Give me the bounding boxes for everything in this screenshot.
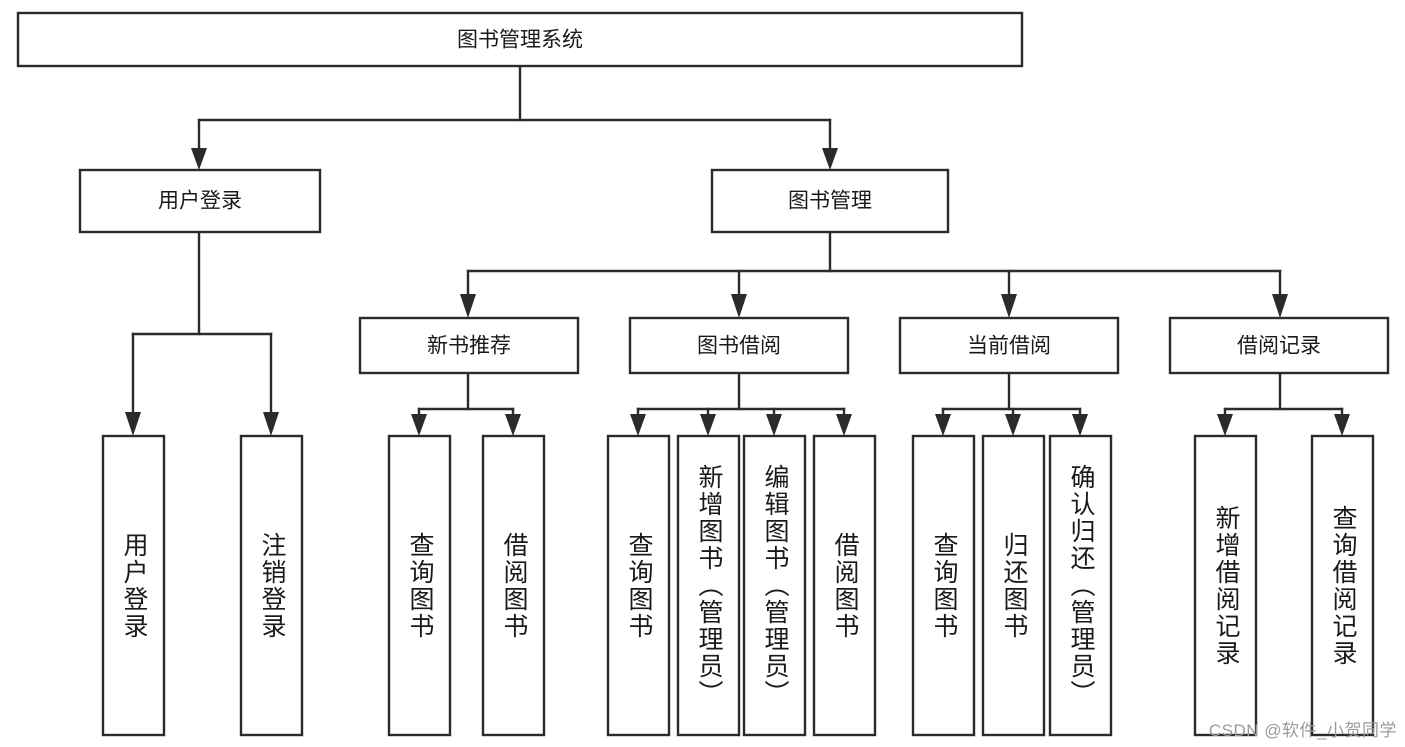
leaf-box-add-book-admin[interactable]	[676, 434, 741, 737]
arrowhead-user-login	[191, 148, 207, 170]
node-new-book-recommend-box[interactable]	[358, 316, 580, 375]
arrowhead-cb-leaf-3	[1072, 414, 1088, 436]
node-book-manage-label: 图书管理	[788, 190, 872, 213]
arrowhead-cb-leaf-1	[935, 414, 951, 436]
arrowhead-nb-leaf-1	[411, 414, 427, 436]
node-root[interactable]: 图书管理系统	[16, 11, 1024, 68]
watermark-text: CSDN @软件_小贺同学	[1208, 721, 1397, 740]
node-user-login-box[interactable]	[78, 168, 322, 234]
connectors-user-login-group	[125, 230, 279, 436]
arrowhead-cb-leaf-2	[1005, 414, 1021, 436]
node-current-borrow[interactable]: 当前借阅	[898, 316, 1120, 375]
leaf-box-confirm-return-admin[interactable]	[1048, 434, 1113, 737]
node-book-manage-box[interactable]	[710, 168, 950, 234]
connectors-root	[191, 64, 838, 170]
node-new-book-recommend-label: 新书推荐	[427, 335, 511, 358]
leaf-box-query-book-1[interactable]	[387, 434, 452, 737]
arrowhead-book-manage	[822, 148, 838, 170]
arrowhead-bb-leaf-2	[700, 414, 716, 436]
arrowhead-leaf-1	[125, 412, 141, 436]
connectors-book-borrow-group	[630, 371, 852, 436]
arrowhead-bb-leaf-4	[836, 414, 852, 436]
node-book-manage[interactable]: 图书管理	[710, 168, 950, 234]
leaf-box-return-book[interactable]	[981, 434, 1046, 737]
arrowhead-new-book	[460, 294, 476, 318]
leaf-box-edit-book-admin[interactable]	[742, 434, 807, 737]
leaf-box-add-borrow-record[interactable]	[1193, 434, 1258, 737]
arrowhead-book-borrow	[731, 294, 747, 318]
arrowhead-current-borrow	[1001, 294, 1017, 318]
leaf-boxes	[101, 434, 1375, 737]
connectors-book-manage-group	[460, 230, 1288, 318]
leaf-box-query-book-3[interactable]	[911, 434, 976, 737]
connectors-borrow-record-group	[1217, 371, 1350, 436]
node-new-book-recommend[interactable]: 新书推荐	[358, 316, 580, 375]
leaf-box-query-borrow-record[interactable]	[1310, 434, 1375, 737]
arrowhead-bb-leaf-3	[766, 414, 782, 436]
node-root-label: 图书管理系统	[457, 29, 583, 52]
node-borrow-record-box[interactable]	[1168, 316, 1390, 375]
node-current-borrow-label: 当前借阅	[967, 335, 1051, 358]
node-borrow-record-label: 借阅记录	[1237, 335, 1321, 358]
connectors-current-borrow-group	[935, 371, 1088, 436]
leaf-box-query-book-2[interactable]	[606, 434, 671, 737]
node-current-borrow-box[interactable]	[898, 316, 1120, 375]
arrowhead-br-leaf-2	[1334, 414, 1350, 436]
node-user-login[interactable]: 用户登录	[78, 168, 322, 234]
node-root-box[interactable]	[16, 11, 1024, 68]
node-book-borrow[interactable]: 图书借阅	[628, 316, 850, 375]
arrowhead-br-leaf-1	[1217, 414, 1233, 436]
connectors-new-book-group	[411, 371, 521, 436]
node-book-borrow-box[interactable]	[628, 316, 850, 375]
arrowhead-leaf-2	[263, 412, 279, 436]
node-book-borrow-label: 图书借阅	[697, 335, 781, 358]
node-borrow-record[interactable]: 借阅记录	[1168, 316, 1390, 375]
leaf-box-borrow-book-2[interactable]	[812, 434, 877, 737]
leaf-box-borrow-book-1[interactable]	[481, 434, 546, 737]
arrowhead-nb-leaf-2	[505, 414, 521, 436]
leaf-box-user-login[interactable]	[101, 434, 166, 737]
leaf-box-logout[interactable]	[239, 434, 304, 737]
arrowhead-borrow-record	[1272, 294, 1288, 318]
arrowhead-bb-leaf-1	[630, 414, 646, 436]
node-user-login-label: 用户登录	[158, 190, 242, 213]
